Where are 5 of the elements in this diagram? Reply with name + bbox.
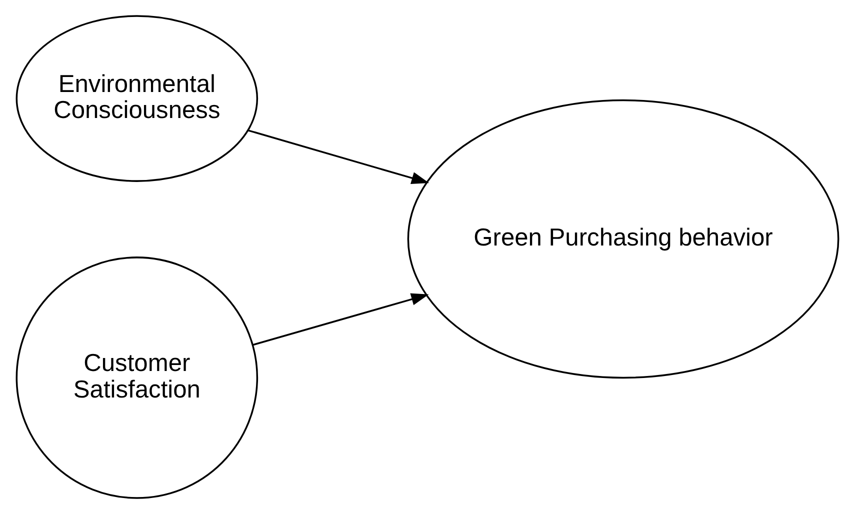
node-ellipse: Green Purchasing behavior [406, 98, 839, 378]
node-circle: Customer Satisfaction [15, 256, 258, 498]
arrow [252, 292, 428, 346]
node-ellipse: Environmental Consciousness [15, 14, 258, 182]
arrow [248, 129, 429, 184]
